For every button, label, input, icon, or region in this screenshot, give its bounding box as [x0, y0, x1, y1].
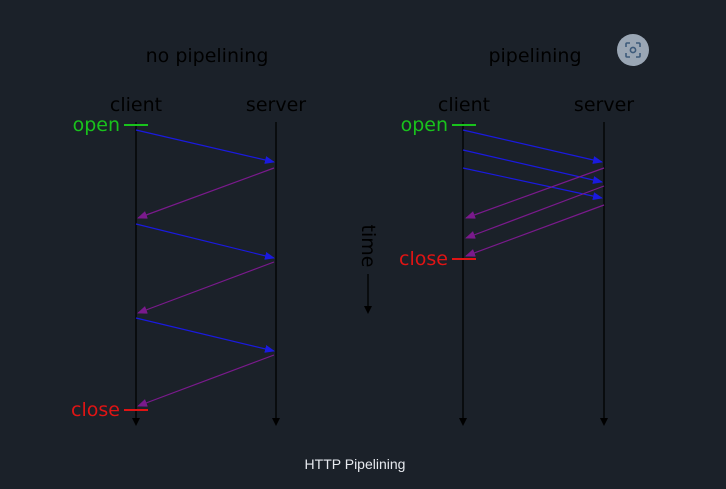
- client-label: client: [438, 94, 490, 116]
- request-arrow: [462, 129, 603, 164]
- open-label: open: [401, 114, 448, 136]
- response-arrow: [137, 354, 275, 407]
- server-label: server: [574, 94, 634, 116]
- close-label: close: [399, 248, 448, 270]
- request-arrow: [135, 317, 275, 353]
- server-label: server: [246, 94, 306, 116]
- panel-title-no-pipelining: no pipelining: [146, 45, 269, 67]
- close-label: close: [71, 399, 120, 421]
- response-arrow: [137, 167, 275, 219]
- open-label: open: [73, 114, 120, 136]
- time-label: time: [357, 225, 379, 268]
- response-arrow: [465, 185, 605, 239]
- figure-caption: HTTP Pipelining: [304, 456, 406, 472]
- request-arrow: [462, 149, 603, 184]
- response-arrow: [465, 204, 605, 257]
- request-arrow: [135, 129, 275, 164]
- response-arrow: [465, 167, 605, 219]
- panel-title-pipelining: pipelining: [488, 45, 581, 67]
- google-lens-icon: [625, 42, 641, 58]
- request-arrow: [135, 223, 275, 260]
- client-label: client: [110, 94, 162, 116]
- request-arrow: [462, 167, 603, 201]
- google-lens-button[interactable]: [617, 34, 649, 66]
- response-arrow: [137, 261, 275, 314]
